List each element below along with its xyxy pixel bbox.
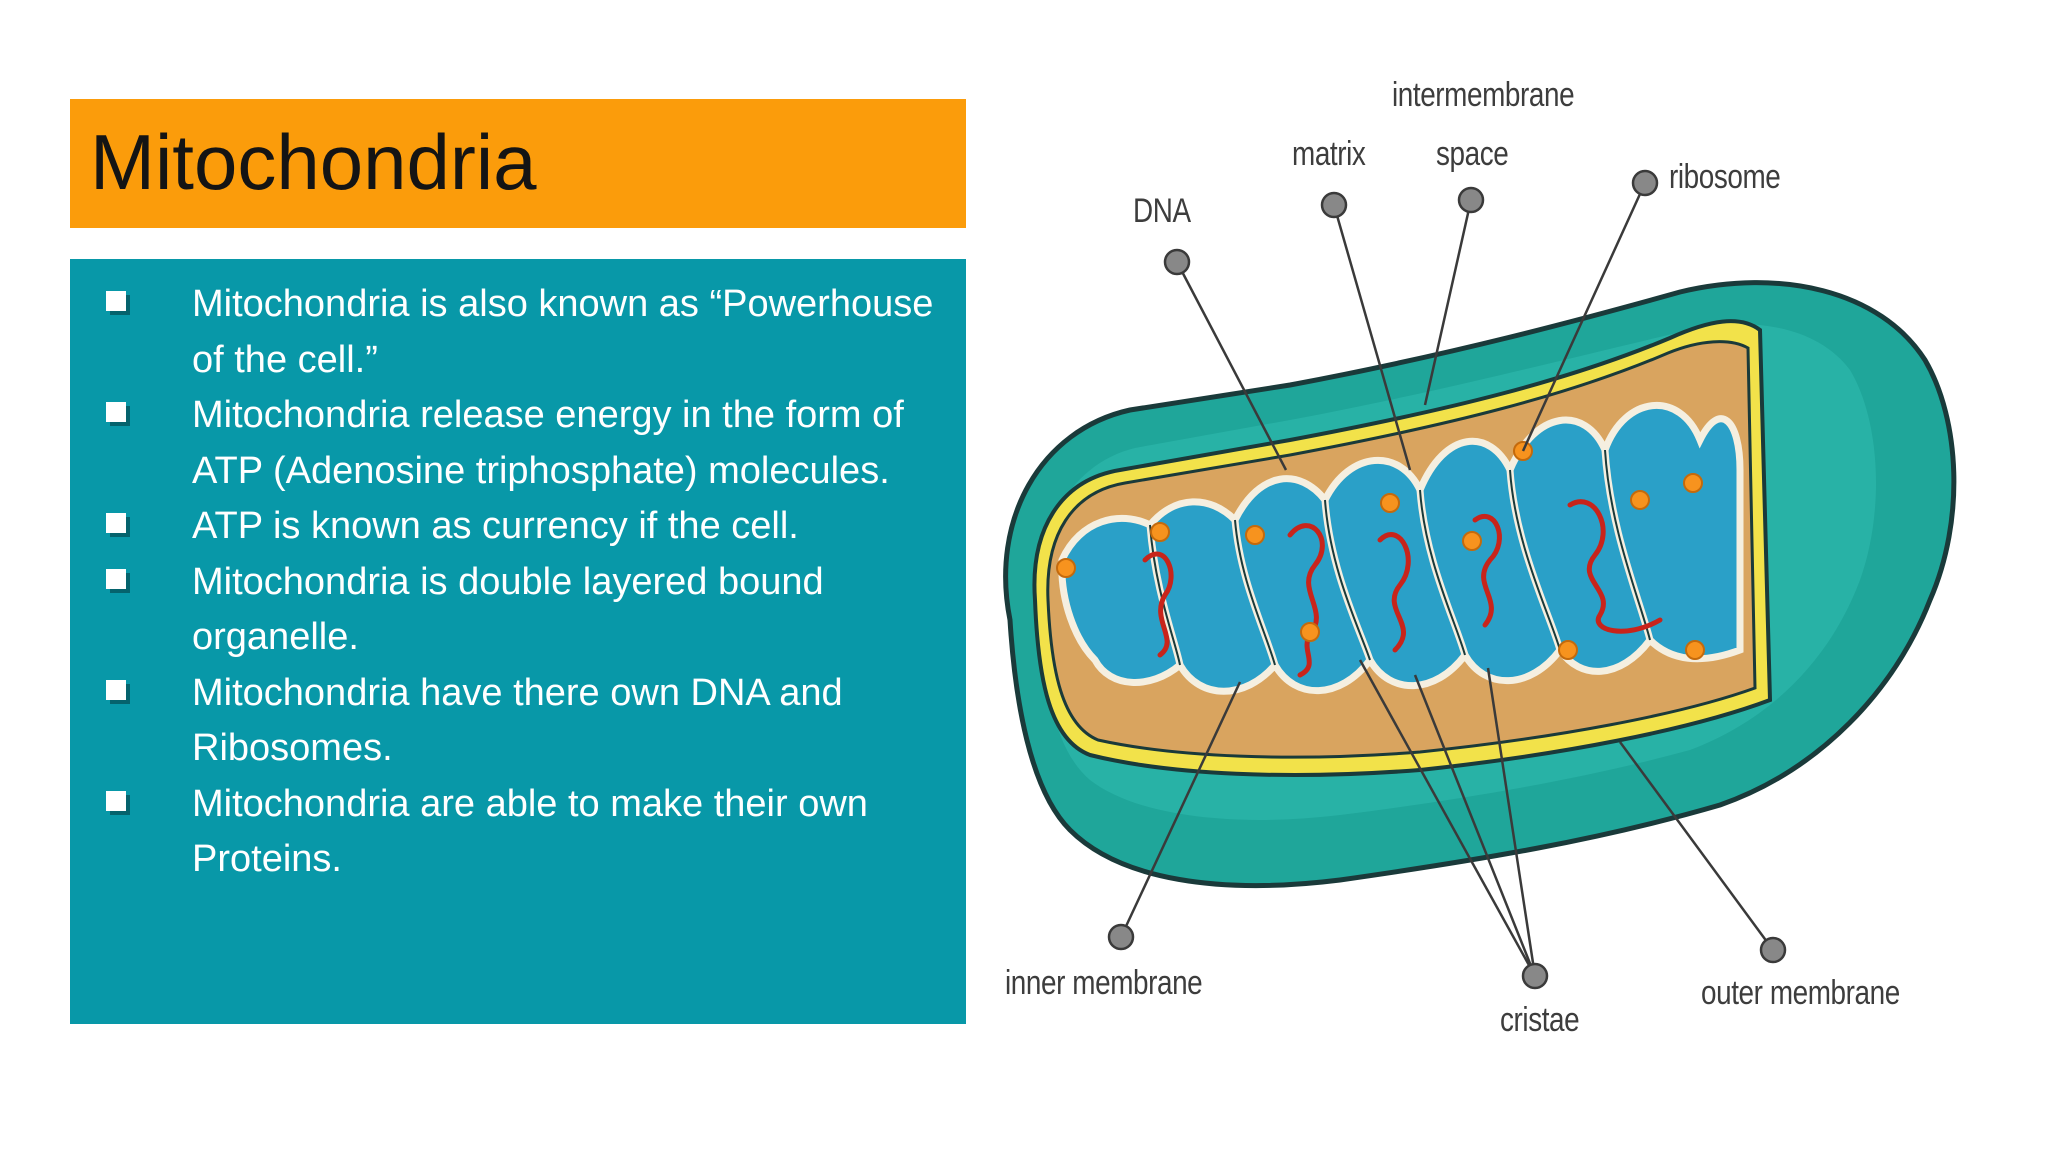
inner-membrane-label: inner membrane: [1005, 964, 1203, 1002]
bullet-text: Mitochondria is also known as “Powerhous…: [192, 283, 934, 381]
list-item: Mitochondria is also known as “Powerhous…: [70, 277, 966, 388]
mitochondria-diagram: intermembrane space matrix ribosome DNA …: [985, 40, 2048, 1120]
dna-strands: [1142, 499, 1663, 678]
checkbox-bullet-icon: [106, 291, 126, 311]
matrix-label: matrix: [1292, 135, 1366, 173]
checkbox-bullet-icon: [106, 402, 126, 422]
content-box: Mitochondria is also known as “Powerhous…: [70, 259, 966, 1024]
list-item: ATP is known as currency if the cell.: [70, 499, 966, 555]
checkbox-bullet-icon: [106, 513, 126, 533]
slide-title: Mitochondria: [90, 118, 537, 206]
bullet-text: Mitochondria are able to make their own …: [192, 782, 868, 881]
title-bar: Mitochondria: [70, 99, 966, 228]
intermembrane-label: intermembrane: [1392, 76, 1575, 114]
list-item: Mitochondria have there own DNA and Ribo…: [70, 666, 966, 777]
checkbox-bullet-icon: [106, 790, 126, 811]
outer-membrane-label: outer membrane: [1701, 974, 1900, 1012]
bullet-text: ATP is known as currency if the cell.: [192, 505, 799, 547]
checkbox-bullet-icon: [106, 679, 126, 700]
cristae-label: cristae: [1500, 1001, 1580, 1039]
list-item: Mitochondria are able to make their own …: [70, 777, 966, 888]
list-item: Mitochondria release energy in the form …: [70, 388, 966, 499]
bullet-text: Mitochondria is double layered bound org…: [192, 560, 824, 659]
mitochondria-illustration: [1003, 169, 1957, 990]
bullet-text: Mitochondria have there own DNA and Ribo…: [192, 671, 843, 770]
matrix-shape: [1058, 401, 1744, 695]
bullet-list: Mitochondria is also known as “Powerhous…: [70, 277, 966, 888]
cristae-outlines: [1149, 449, 1651, 666]
leader-dots: [1107, 169, 1787, 990]
dna-label: DNA: [1133, 192, 1191, 230]
list-item: Mitochondria is double layered bound org…: [70, 555, 966, 666]
bullet-text: Mitochondria release energy in the form …: [192, 394, 904, 492]
ribosome-label: ribosome: [1669, 158, 1781, 196]
space-label: space: [1436, 135, 1509, 173]
leader-lines: [1119, 182, 1775, 977]
ribosome-dots: [1056, 441, 1705, 660]
checkbox-bullet-icon: [106, 568, 126, 589]
